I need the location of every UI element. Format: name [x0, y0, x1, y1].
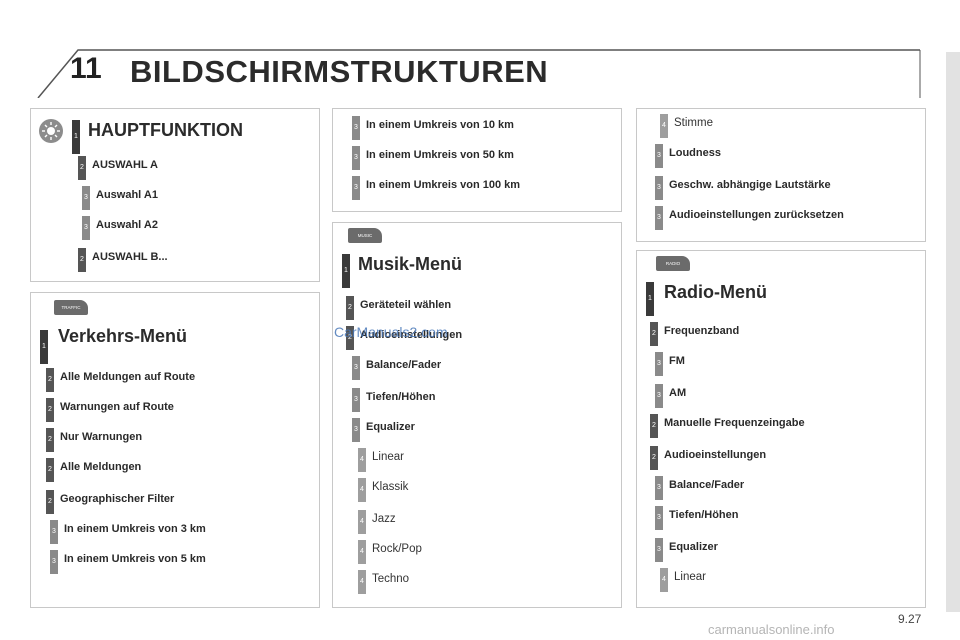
- level-marker: 3: [655, 206, 663, 230]
- level-marker: 4: [358, 540, 366, 564]
- level-marker: 2: [46, 368, 54, 392]
- menu-item-label: Tiefen/Höhen: [366, 391, 436, 403]
- level-marker: 3: [655, 538, 663, 562]
- menu-item-label: In einem Umkreis von 3 km: [64, 523, 206, 535]
- menu-item-label: Linear: [372, 451, 404, 463]
- menu-item-label: Warnungen auf Route: [60, 401, 174, 413]
- level-marker: 2: [650, 322, 658, 346]
- panel-heading-verkehr: Verkehrs-Menü: [58, 326, 188, 346]
- menu-item-label: Audioeinstellungen: [360, 329, 463, 341]
- level-marker: 2: [650, 446, 658, 470]
- panel-umkreis: [332, 108, 622, 212]
- music-icon: MUSIC: [348, 228, 382, 243]
- level-marker: 4: [358, 478, 366, 502]
- level-marker: 2: [346, 326, 354, 350]
- level-marker: 3: [352, 116, 360, 140]
- level-marker: 2: [46, 398, 54, 422]
- menu-item-label: Nur Warnungen: [60, 431, 143, 443]
- menu-item-label: Linear: [674, 571, 706, 583]
- panel-radio: [636, 250, 926, 608]
- level-marker: 2: [46, 428, 54, 452]
- menu-item-label: Audioeinstellungen: [664, 449, 767, 461]
- level-marker: 2: [46, 458, 54, 482]
- level-marker: 4: [660, 114, 668, 138]
- level-marker: 3: [655, 176, 663, 200]
- level-marker: 2: [46, 490, 54, 514]
- menu-item-label: Tiefen/Höhen: [669, 509, 739, 521]
- level-marker: 3: [352, 388, 360, 412]
- level-marker: 3: [655, 144, 663, 168]
- menu-item-label: AUSWAHL A: [92, 159, 158, 171]
- level-marker: 4: [358, 570, 366, 594]
- radio-icon: RADIO: [656, 256, 690, 271]
- menu-item-label: AUSWAHL B...: [92, 251, 168, 263]
- menu-item-label: Jazz: [372, 513, 396, 525]
- menu-item-label: Frequenzband: [664, 325, 740, 337]
- page-number: 9.27: [898, 612, 922, 626]
- menu-item-label: Balance/Fader: [366, 359, 442, 371]
- menu-item-label: Audioeinstellungen zurücksetzen: [669, 209, 844, 221]
- panel-musik: [332, 222, 622, 608]
- chapter-number: 11: [70, 52, 102, 85]
- traffic-icon: TRAFFIC: [54, 300, 88, 315]
- level-marker: 2: [78, 156, 86, 180]
- level-marker: 1: [342, 254, 350, 288]
- level-marker: 3: [352, 418, 360, 442]
- menu-item-label: Klassik: [372, 481, 409, 493]
- menu-item-label: Techno: [372, 573, 410, 585]
- menu-item-label: Alle Meldungen auf Route: [60, 371, 196, 383]
- menu-item-label: Rock/Pop: [372, 543, 422, 555]
- menu-item-label: FM: [669, 355, 685, 367]
- sun-icon: [39, 119, 63, 143]
- panel-heading-musik: Musik-Menü: [358, 254, 463, 274]
- level-marker: 3: [655, 476, 663, 500]
- panel-heading-radio: Radio-Menü: [664, 282, 767, 302]
- menu-item-label: In einem Umkreis von 50 km: [366, 149, 514, 161]
- watermark-overlay: CarManuals2.com: [334, 324, 448, 340]
- menu-item-label: Balance/Fader: [669, 479, 745, 491]
- level-marker: 3: [82, 186, 90, 210]
- menu-item-label: Manuelle Frequenzeingabe: [664, 417, 805, 429]
- level-marker: 4: [358, 510, 366, 534]
- panel-stimme: [636, 108, 926, 242]
- level-marker: 4: [358, 448, 366, 472]
- menu-item-label: Auswahl A2: [96, 219, 158, 231]
- header-rule: [37, 49, 921, 98]
- menu-item-label: In einem Umkreis von 10 km: [366, 119, 514, 131]
- level-marker: 3: [352, 356, 360, 380]
- level-marker: 4: [660, 568, 668, 592]
- menu-item-label: Auswahl A1: [96, 189, 158, 201]
- side-tab-bar: [946, 52, 960, 612]
- level-marker: 1: [72, 120, 80, 154]
- menu-item-label: Geräteteil wählen: [360, 299, 452, 311]
- panel-heading-haupt: HAUPTFUNKTION: [88, 120, 243, 140]
- level-marker: 3: [655, 384, 663, 408]
- level-marker: 2: [346, 296, 354, 320]
- menu-item-label: Stimme: [674, 117, 713, 129]
- menu-item-label: Equalizer: [669, 541, 718, 553]
- level-marker: 2: [78, 248, 86, 272]
- panel-verkehr: [30, 292, 320, 608]
- menu-item-label: Alle Meldungen: [60, 461, 142, 473]
- level-marker: 1: [646, 282, 654, 316]
- menu-item-label: AM: [669, 387, 687, 399]
- level-marker: 3: [655, 352, 663, 376]
- menu-item-label: Geographischer Filter: [60, 493, 175, 505]
- level-marker: 2: [650, 414, 658, 438]
- menu-item-label: Loudness: [669, 147, 721, 159]
- level-marker: 3: [655, 506, 663, 530]
- level-marker: 3: [352, 146, 360, 170]
- level-marker: 3: [50, 550, 58, 574]
- menu-item-label: In einem Umkreis von 100 km: [366, 179, 521, 191]
- menu-item-label: Geschw. abhängige Lautstärke: [669, 179, 831, 191]
- level-marker: 3: [352, 176, 360, 200]
- page-title: BILDSCHIRMSTRUKTUREN: [130, 54, 549, 89]
- menu-item-label: Equalizer: [366, 421, 415, 433]
- level-marker: 1: [40, 330, 48, 364]
- level-marker: 3: [50, 520, 58, 544]
- level-marker: 3: [82, 216, 90, 240]
- menu-item-label: In einem Umkreis von 5 km: [64, 553, 206, 565]
- site-watermark: carmanualsonline.info: [708, 622, 835, 637]
